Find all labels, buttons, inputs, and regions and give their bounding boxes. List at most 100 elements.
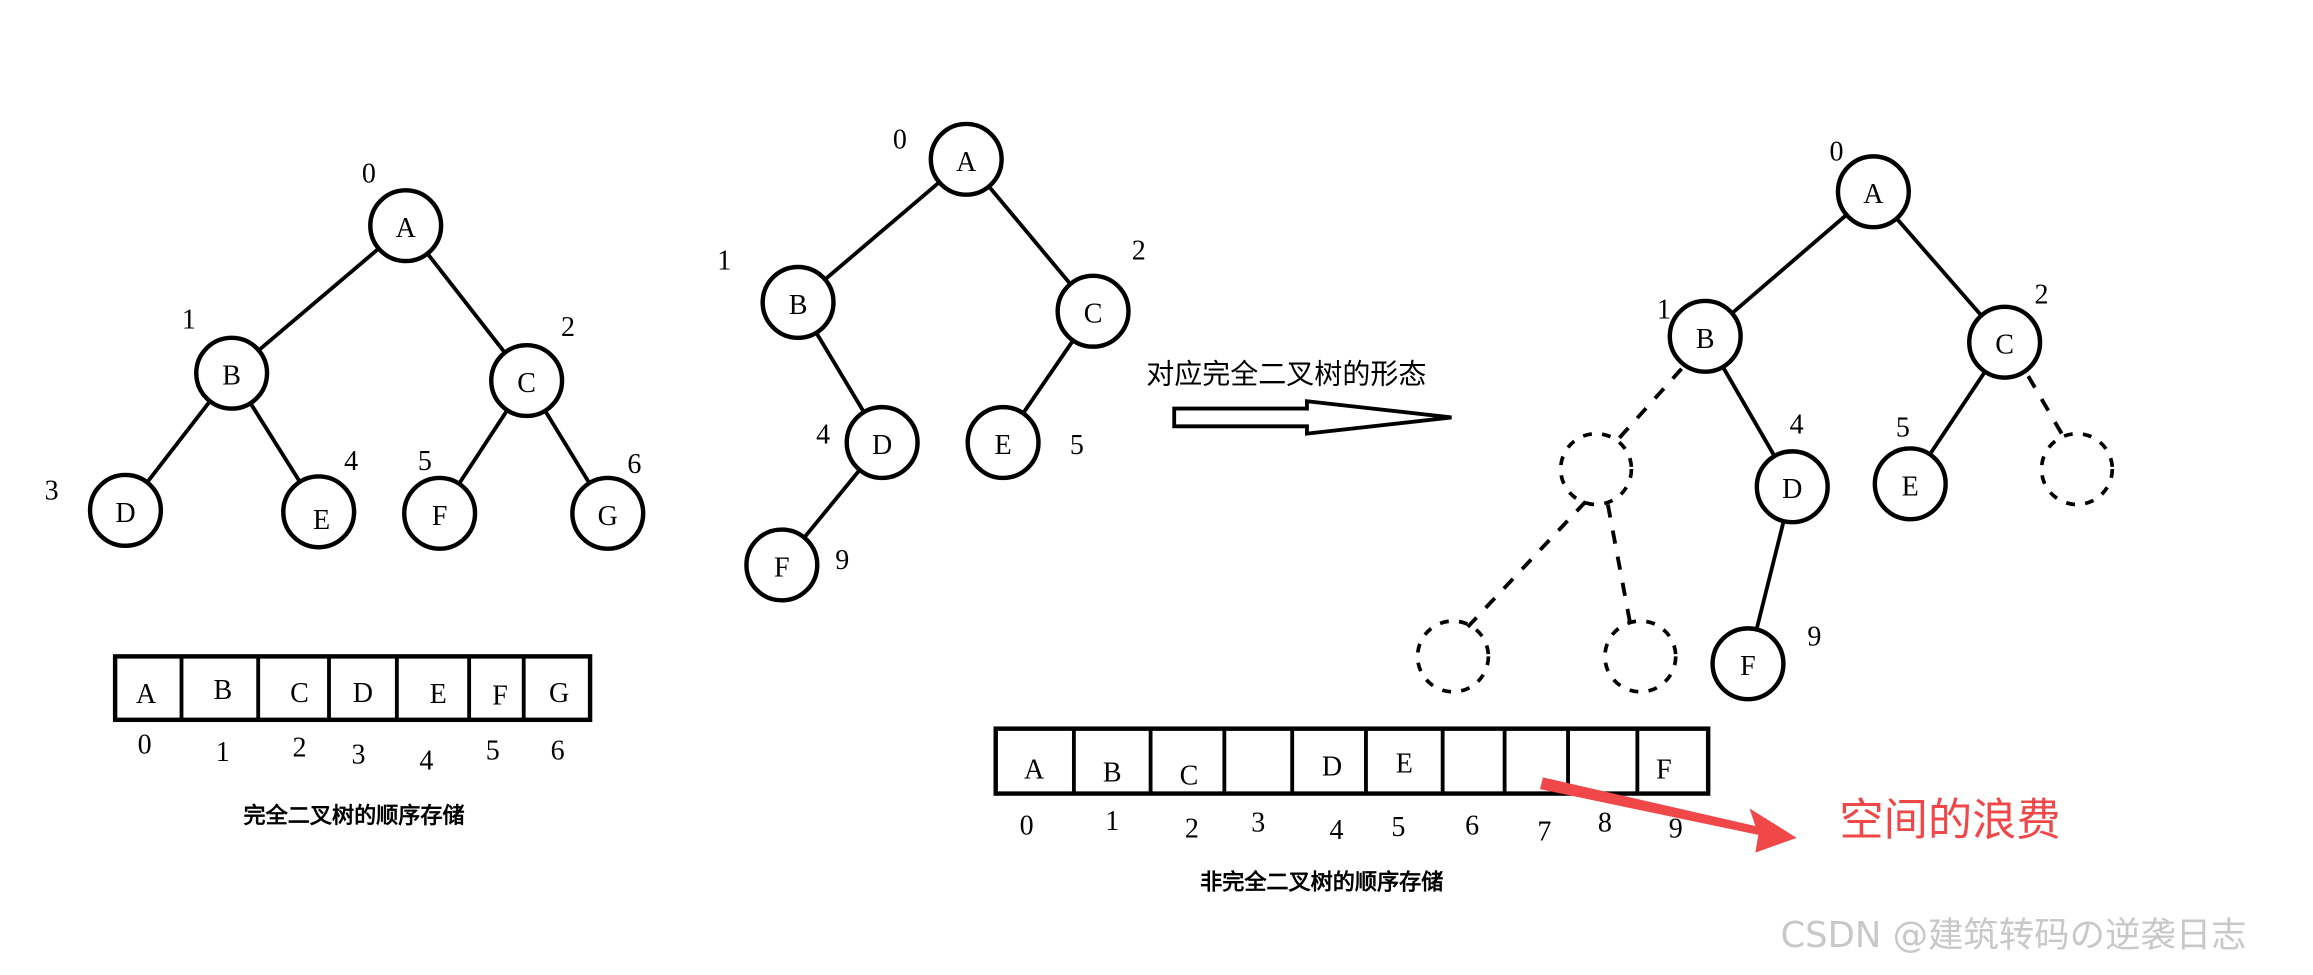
tree-node-e: E <box>965 404 1041 481</box>
svg-text:C: C <box>1084 299 1103 330</box>
array-cell: E <box>430 679 447 710</box>
node-index: 1 <box>717 246 731 277</box>
svg-text:E: E <box>995 430 1012 461</box>
svg-text:F: F <box>432 501 448 532</box>
node-index: 0 <box>362 159 376 190</box>
array-index: 1 <box>1105 806 1119 837</box>
node-index: 9 <box>835 545 849 576</box>
incomplete-tree-edges <box>780 157 1095 567</box>
node-index: 4 <box>1790 409 1804 440</box>
svg-text:A: A <box>396 213 417 244</box>
array-cell: D <box>353 678 373 709</box>
node-index: 0 <box>893 125 907 156</box>
array-cell: G <box>549 678 569 709</box>
node-index: 6 <box>627 449 641 480</box>
svg-text:E: E <box>1902 471 1919 502</box>
incomplete-array: A B C D E F 0 1 2 3 4 5 6 7 8 9 非完全二叉树的顺… <box>993 726 1711 895</box>
svg-text:D: D <box>1782 474 1802 505</box>
array-cell: D <box>1322 752 1342 783</box>
array-index: 2 <box>292 732 306 763</box>
array-index: 3 <box>1251 808 1265 839</box>
svg-text:E: E <box>313 505 330 536</box>
node-index: 1 <box>182 305 196 336</box>
tree-node-a: A <box>368 188 444 264</box>
array-index: 6 <box>1465 811 1479 842</box>
array-index: 0 <box>138 729 152 760</box>
complete-array: A B C D E F G 0 1 2 3 4 5 6 完全二叉树的顺序存储 <box>112 654 593 829</box>
node-index: 0 <box>1829 136 1843 167</box>
tree-node-a: A <box>928 121 1004 197</box>
transform-arrow-label: 对应完全二叉树的形态 <box>1146 358 1426 391</box>
tree-node-f: F <box>402 475 478 551</box>
svg-text:A: A <box>1863 179 1884 210</box>
array-cell: F <box>492 681 508 712</box>
svg-text:D: D <box>872 430 892 461</box>
tree-node-d: D <box>1754 449 1830 525</box>
svg-text:B: B <box>789 290 808 321</box>
array-index: 3 <box>351 740 365 771</box>
empty-node <box>1558 431 1634 507</box>
svg-text:F: F <box>1740 651 1756 682</box>
incomplete-tree: A B C D E F 0 1 2 4 5 9 <box>717 121 1146 603</box>
tree-node-f: F <box>1710 626 1786 702</box>
tree-node-c: C <box>1967 304 2043 380</box>
tree-node-b: B <box>194 335 270 411</box>
array-index: 4 <box>419 746 433 777</box>
array-index: 8 <box>1598 808 1612 839</box>
node-index: 2 <box>1132 235 1146 266</box>
complete-array-caption: 完全二叉树的顺序存储 <box>244 803 465 829</box>
array-index: 9 <box>1669 813 1683 844</box>
tree-node-b: B <box>1667 298 1743 374</box>
waste-label: 空间的浪费 <box>1839 795 2060 846</box>
node-index: 4 <box>816 420 830 451</box>
svg-text:C: C <box>517 368 536 399</box>
tree-node-b: B <box>760 264 836 340</box>
watermark: CSDN @建筑转码の逆袭日志 <box>1780 915 2246 956</box>
node-index: 4 <box>344 446 358 477</box>
array-cell: A <box>136 679 157 710</box>
tree-node-c: C <box>489 342 565 419</box>
array-cell: C <box>290 678 309 709</box>
node-index: 9 <box>1807 622 1821 653</box>
tree-node-d: D <box>844 404 920 481</box>
node-index: 2 <box>2035 280 2049 311</box>
tree-node-e: E <box>1872 446 1948 522</box>
array-index: 0 <box>1020 811 1034 842</box>
tree-node-c: C <box>1055 273 1131 349</box>
tree-node-f: F <box>744 527 820 603</box>
empty-node <box>1415 619 1491 694</box>
array-index: 4 <box>1329 815 1343 846</box>
svg-text:A: A <box>956 147 977 178</box>
tree-node-g: G <box>570 475 646 551</box>
node-index: 5 <box>418 446 432 477</box>
array-index: 2 <box>1185 813 1199 844</box>
node-index: 5 <box>1070 430 1084 461</box>
transform-arrow: 对应完全二叉树的形态 <box>1146 358 1452 436</box>
array-index: 5 <box>1391 812 1405 843</box>
complete-form-tree: A B C D E F 0 1 2 4 5 9 <box>1415 136 2115 702</box>
empty-node <box>1603 619 1678 694</box>
array-cell: B <box>213 675 232 706</box>
node-index: 3 <box>45 476 59 507</box>
node-index: 1 <box>1657 294 1671 325</box>
array-cell: E <box>1396 749 1413 780</box>
svg-text:D: D <box>115 498 135 529</box>
node-index: 5 <box>1896 412 1910 443</box>
incomplete-array-caption: 非完全二叉树的顺序存储 <box>1200 869 1443 895</box>
tree-node-d: D <box>87 472 164 548</box>
red-arrow-icon <box>1540 777 1797 853</box>
array-cell: F <box>1656 754 1672 785</box>
tree-node-a: A <box>1835 154 1911 230</box>
array-cell: B <box>1103 757 1122 788</box>
svg-text:F: F <box>774 552 790 583</box>
svg-text:B: B <box>1696 324 1715 355</box>
node-index: 2 <box>561 312 575 343</box>
svg-text:B: B <box>222 361 241 392</box>
array-cell: C <box>1180 760 1199 791</box>
array-index: 1 <box>216 737 230 768</box>
array-index: 5 <box>486 735 500 766</box>
tree-node-e: E <box>281 474 357 550</box>
svg-text:C: C <box>1995 330 2014 361</box>
complete-tree: A B C D E F G 0 1 2 3 4 5 6 <box>45 159 646 551</box>
